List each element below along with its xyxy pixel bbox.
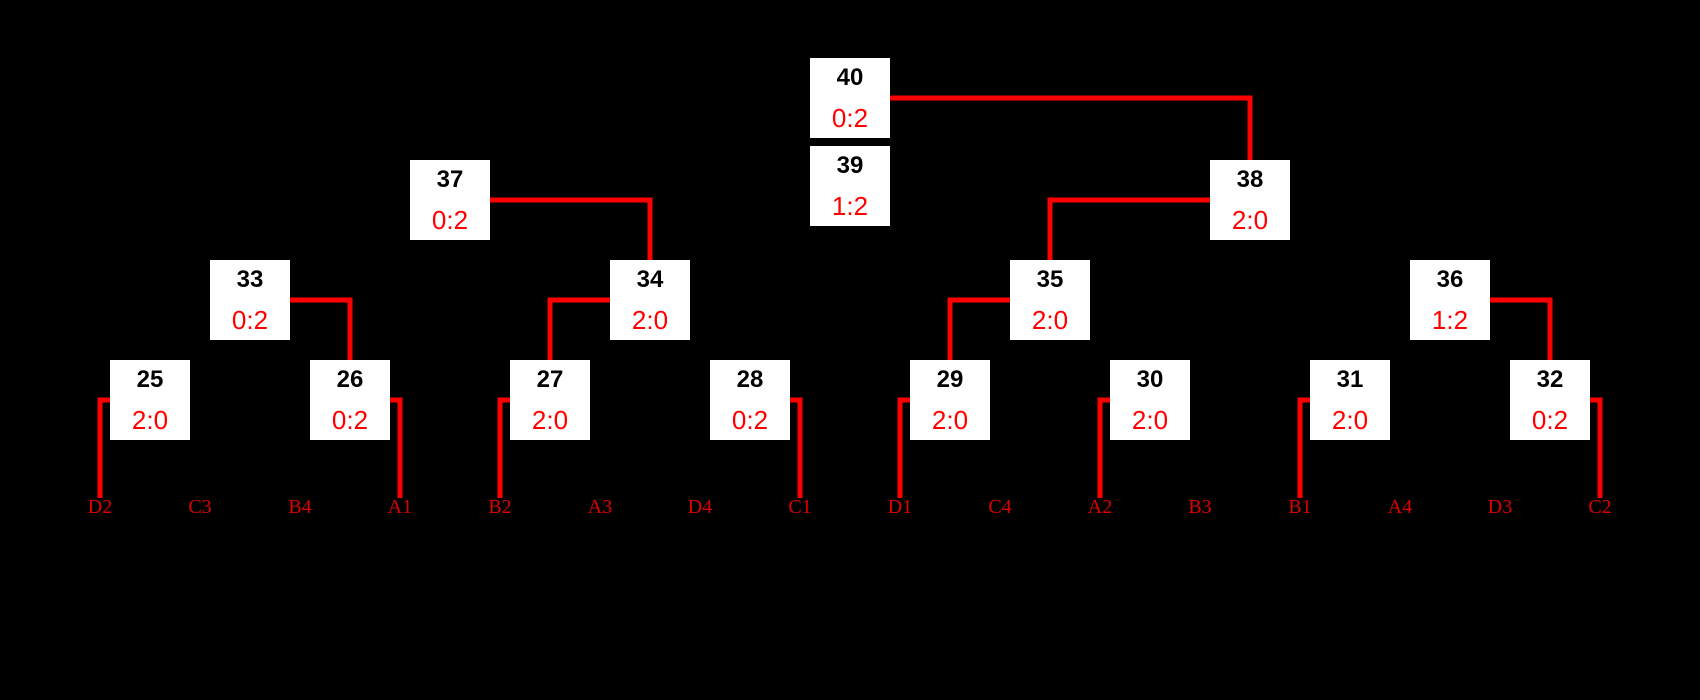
team-label-B4: B4 bbox=[288, 496, 312, 518]
winner-line-match-33 bbox=[290, 297, 353, 360]
winner-line-match-37 bbox=[490, 197, 653, 260]
winner-line-match-34 bbox=[547, 297, 610, 360]
winner-line-match-35 bbox=[947, 297, 1010, 360]
team-label-D2: D2 bbox=[87, 496, 113, 518]
winner-line-match-30 bbox=[1097, 397, 1110, 498]
match-score: 0:2 bbox=[1531, 405, 1569, 435]
team-label-B2: B2 bbox=[488, 496, 512, 518]
winner-line-match-28 bbox=[790, 397, 803, 498]
match-score: 2:0 bbox=[1031, 305, 1069, 335]
winner-line-match-26 bbox=[390, 397, 403, 498]
match-number: 26 bbox=[336, 366, 364, 393]
winner-line-match-27 bbox=[497, 397, 510, 498]
match-number: 35 bbox=[1036, 266, 1064, 293]
match-score: 2:0 bbox=[1331, 405, 1369, 435]
match-score: 0:2 bbox=[231, 305, 269, 335]
match-score: 2:0 bbox=[131, 405, 169, 435]
match-number: 25 bbox=[136, 366, 164, 393]
team-label-A4: A4 bbox=[1387, 496, 1413, 518]
team-label-D1: D1 bbox=[887, 496, 913, 518]
match-number: 38 bbox=[1236, 166, 1264, 193]
match-score: 1:2 bbox=[1431, 305, 1469, 335]
team-label-D4: D4 bbox=[687, 496, 713, 518]
match-score: 2:0 bbox=[1231, 205, 1269, 235]
match-number: 36 bbox=[1436, 266, 1464, 293]
match-number: 40 bbox=[836, 64, 864, 91]
match-number: 30 bbox=[1136, 366, 1164, 393]
team-label-C3: C3 bbox=[188, 496, 212, 518]
winner-line-match-29 bbox=[897, 397, 910, 498]
winner-line-match-36 bbox=[1490, 297, 1553, 360]
match-number: 29 bbox=[936, 366, 964, 393]
match-score: 2:0 bbox=[531, 405, 569, 435]
match-number: 34 bbox=[636, 266, 664, 293]
winner-line-match-25 bbox=[97, 397, 110, 498]
team-label-C4: C4 bbox=[988, 496, 1012, 518]
team-label-A1: A1 bbox=[387, 496, 413, 518]
team-label-B1: B1 bbox=[1288, 496, 1312, 518]
match-score: 2:0 bbox=[931, 405, 969, 435]
match-number: 28 bbox=[736, 366, 764, 393]
team-label-A2: A2 bbox=[1087, 496, 1113, 518]
match-score: 2:0 bbox=[631, 305, 669, 335]
match-score: 0:2 bbox=[431, 205, 469, 235]
team-label-D3: D3 bbox=[1487, 496, 1513, 518]
match-number: 39 bbox=[836, 152, 864, 179]
winner-line-match-31 bbox=[1297, 397, 1310, 498]
match-number: 32 bbox=[1536, 366, 1564, 393]
match-score: 0:2 bbox=[831, 103, 869, 133]
team-label-A3: A3 bbox=[587, 496, 613, 518]
team-label-C2: C2 bbox=[1588, 496, 1612, 518]
winner-line-match-38 bbox=[1047, 197, 1210, 260]
winner-line-match-40 bbox=[890, 95, 1253, 160]
match-score: 0:2 bbox=[731, 405, 769, 435]
match-number: 27 bbox=[536, 366, 564, 393]
match-number: 37 bbox=[436, 166, 464, 193]
team-label-C1: C1 bbox=[788, 496, 812, 518]
match-number: 31 bbox=[1336, 366, 1364, 393]
match-score: 0:2 bbox=[331, 405, 369, 435]
match-number: 33 bbox=[236, 266, 264, 293]
winner-line-match-32 bbox=[1590, 397, 1603, 498]
match-score: 2:0 bbox=[1131, 405, 1169, 435]
team-label-B3: B3 bbox=[1188, 496, 1212, 518]
match-score: 1:2 bbox=[831, 191, 869, 221]
